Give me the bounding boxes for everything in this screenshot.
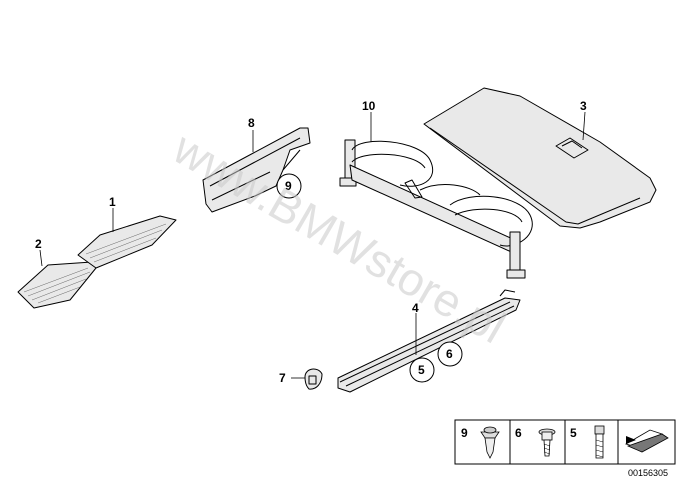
svg-text:6: 6: [446, 347, 453, 361]
legend-number-9: 9: [461, 426, 468, 440]
fastener-legend: 9 6 5: [454, 419, 676, 465]
legend-number-5: 5: [570, 426, 577, 440]
part-3-cover-panel[interactable]: [423, 87, 657, 229]
part-2-trim-panel[interactable]: [17, 261, 97, 309]
callout-8: 8: [248, 116, 255, 130]
circled-callout-9: 9: [276, 173, 302, 199]
push-rivet-icon: [480, 426, 500, 459]
callout-1: 1: [109, 195, 116, 209]
callout-4: 4: [412, 301, 419, 315]
bolt-icon: [594, 425, 605, 459]
flange-screw-icon: [538, 428, 556, 457]
part-4-sill-rail[interactable]: [337, 289, 521, 393]
svg-text:5: 5: [418, 363, 425, 377]
part-7-clip[interactable]: [304, 368, 323, 390]
callout-7: 7: [279, 371, 286, 385]
callout-10: 10: [362, 99, 376, 113]
watermark-text: www.BMWstore.pl: [164, 121, 514, 353]
part-1-trim-panel[interactable]: [77, 215, 177, 269]
callout-2: 2: [35, 237, 42, 251]
circled-callout-6: 6: [437, 341, 463, 367]
part-10-strap-holder[interactable]: [339, 139, 533, 279]
diagram-reference-number: 00156305: [628, 468, 668, 478]
svg-text:9: 9: [285, 179, 292, 193]
circled-callout-5: 5: [409, 357, 435, 383]
arrow-icon: [624, 429, 669, 453]
part-8-bracket[interactable]: [202, 127, 311, 213]
legend-number-6: 6: [515, 426, 522, 440]
callout-3: 3: [580, 99, 587, 113]
leader-lines: [39, 111, 586, 379]
